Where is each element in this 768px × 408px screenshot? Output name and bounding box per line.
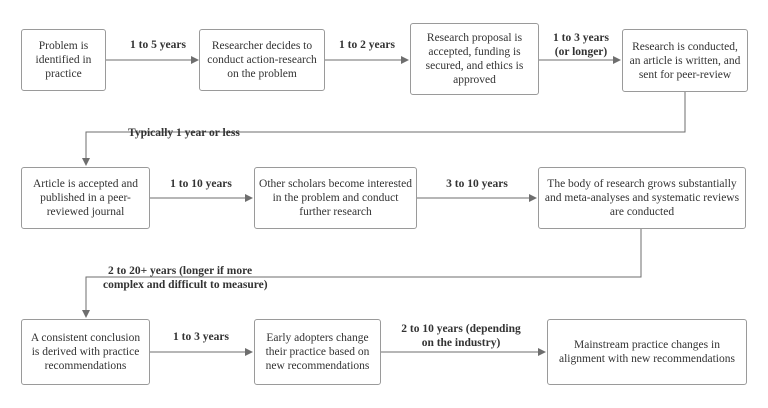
step-scholars-interested: Other scholars become interested in the … (254, 167, 417, 229)
step-proposal-accepted: Research proposal is accepted, funding i… (410, 23, 539, 95)
duration-label-3b: (or longer) (554, 46, 608, 58)
arrow-7-8 (82, 229, 642, 318)
duration-label-6: 3 to 10 years (446, 178, 508, 190)
step-body-of-research: The body of research grows substantially… (538, 167, 746, 229)
duration-label-7a: 2 to 20+ years (longer if more (108, 265, 253, 277)
duration-label-7b: complex and difficult to measure) (103, 279, 268, 291)
duration-label-5: 1 to 10 years (170, 178, 232, 190)
step-researcher-decides: Researcher decides to conduct action-res… (199, 29, 325, 91)
duration-label-1: 1 to 5 years (130, 39, 186, 51)
step-early-adopters: Early adopters change their practice bas… (254, 319, 381, 385)
arrow-4-5 (82, 92, 686, 166)
step-mainstream-practice: Mainstream practice changes in alignment… (547, 319, 747, 385)
duration-label-9b: on the industry) (421, 337, 501, 349)
duration-label-4: Typically 1 year or less (128, 127, 240, 139)
step-article-published: Article is accepted and published in a p… (21, 167, 150, 229)
duration-label-3a: 1 to 3 years (553, 32, 609, 44)
duration-label-2: 1 to 2 years (339, 39, 395, 51)
duration-label-9a: 2 to 10 years (depending (401, 323, 521, 335)
duration-label-8: 1 to 3 years (173, 331, 229, 343)
step-problem-identified: Problem is identified in practice (21, 29, 106, 91)
step-research-conducted: Research is conducted, an article is wri… (622, 29, 748, 92)
step-consistent-conclusion: A consistent conclusion is derived with … (21, 319, 150, 385)
